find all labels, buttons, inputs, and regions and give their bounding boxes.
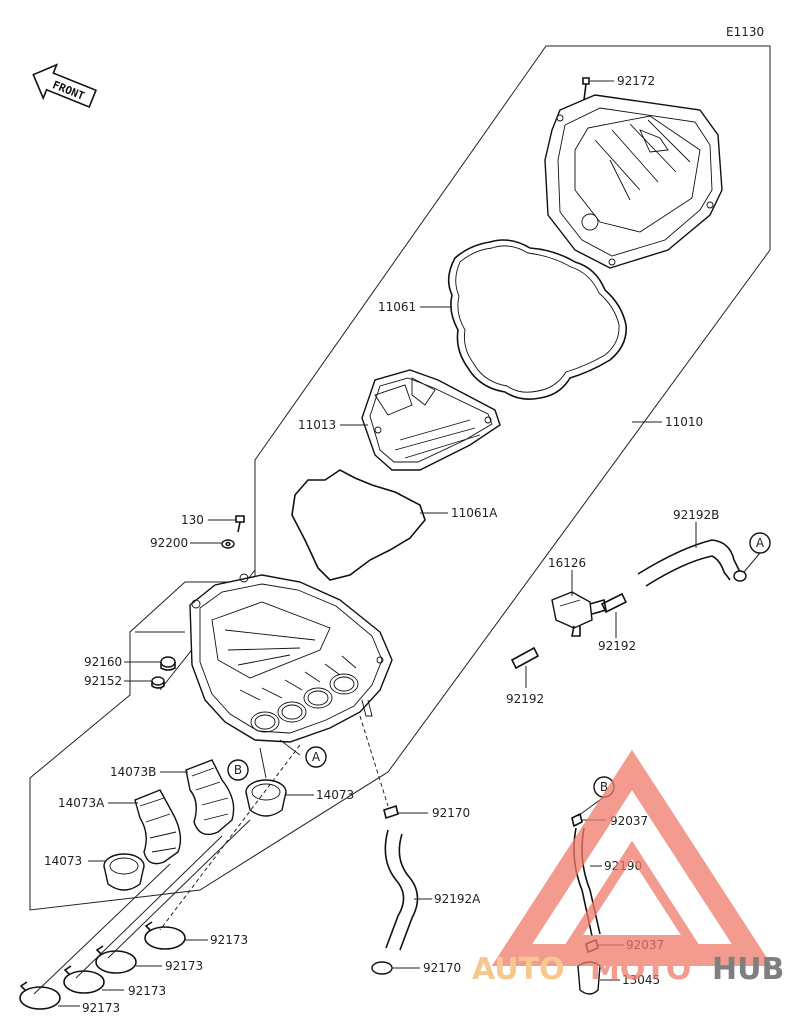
label-92192A: 92192A [434,892,481,906]
label-92152: 92152 [84,674,122,688]
callout-B-case: B [227,759,249,781]
gasket-11061-inner [455,245,620,393]
label-92170-upper: 92170 [432,806,470,820]
label-11061: 11061 [378,300,416,314]
hose-92192A [384,829,419,951]
air-filter-element-11013 [361,369,501,471]
label-11013: 11013 [298,418,336,432]
gasket-11061 [447,239,627,400]
gasket-11061A [291,469,426,581]
label-11010: 11010 [665,415,703,429]
duct-14073-right [245,779,287,817]
label-11061A: 11061A [451,506,498,520]
label-14073A: 14073A [58,796,105,810]
label-92160: 92160 [84,655,122,669]
label-92173-b: 92173 [165,959,203,973]
label-92170-lower: 92170 [423,961,461,975]
svg-text:A: A [312,750,321,764]
clamp-92173-d [19,981,61,1010]
bolt-92172-icon [582,77,590,101]
svg-text:A: A [756,536,765,550]
clip-92170-lower [371,961,393,975]
clip-92170-upper [383,804,399,820]
label-92172: 92172 [617,74,655,88]
clamp-92173-a [144,921,186,950]
label-14073-left: 14073 [44,854,82,868]
label-92192B: 92192B [673,508,719,522]
hose-92192-short-upper [600,592,628,614]
watermark-moto-text: MOTO [590,952,691,987]
clamp-92173-b [95,945,137,974]
air-cleaner-upper-cover [544,94,723,269]
duct-14073A [134,789,182,865]
label-92192-upper: 92192 [598,639,636,653]
svg-text:B: B [234,763,242,777]
label-14073-right: 14073 [316,788,354,802]
label-92173-a: 92173 [210,933,248,947]
duct-14073B [185,759,235,836]
hose-92192B [637,539,747,587]
label-92200: 92200 [150,536,188,550]
valve-16126 [551,591,607,637]
label-14073B: 14073B [110,765,156,779]
diagram-code: E1130 [726,25,764,39]
label-92173-d: 92173 [82,1001,120,1015]
callout-A-case: A [305,746,327,768]
label-92037-upper: 92037 [610,814,648,828]
damper-92152-icon [151,676,165,689]
watermark-hub-text: HUB [712,952,784,987]
clip-92037-upper [571,812,583,828]
watermark-logo: AUTO MOTO HUB [472,749,784,987]
label-130: 130 [181,513,204,527]
duct-14073-left [103,853,145,891]
air-cleaner-lower-case [189,573,393,743]
hose-92192-short-lower [510,646,540,670]
label-13045: 13045 [622,973,660,987]
svg-text:B: B [600,780,608,794]
label-92173-c: 92173 [128,984,166,998]
collar-92160-icon [160,656,176,671]
bolt-130-icon [235,515,245,533]
label-92192-lower: 92192 [506,692,544,706]
watermark-auto-text: AUTO [472,952,565,987]
leader-lines [33,80,761,1007]
callout-A-right: A [749,532,771,554]
label-16126: 16126 [548,556,586,570]
clamp-92173-c [63,965,105,994]
front-arrow-icon: FRONT [32,63,98,109]
